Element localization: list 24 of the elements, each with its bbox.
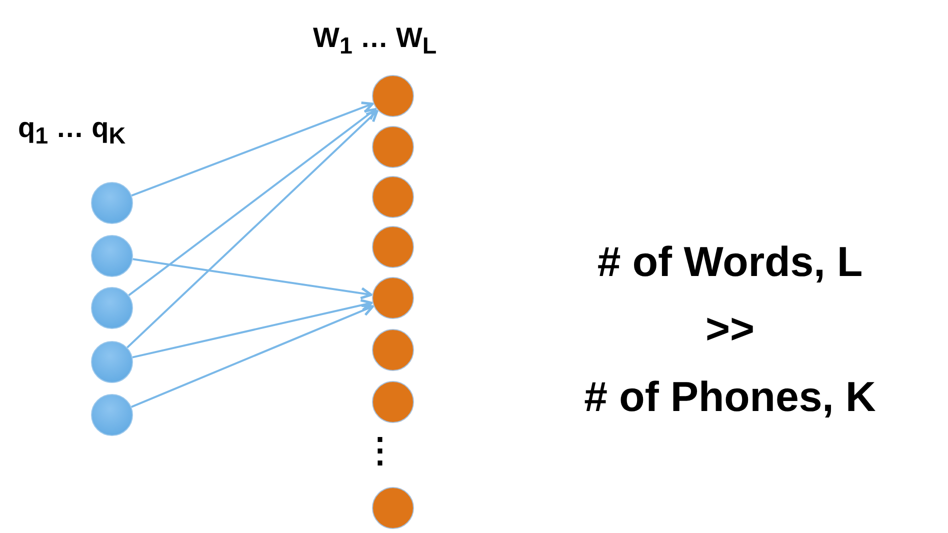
- arrow: [128, 108, 377, 296]
- column-label: q$_{1}$ … q$_{K}$: [18, 112, 127, 150]
- comparison-text: # of Phones, K: [583, 373, 877, 421]
- arrow: [126, 110, 378, 348]
- word-circle: [372, 126, 414, 168]
- phone-circle: [91, 287, 133, 329]
- phone-circle: [91, 182, 133, 224]
- arrow: [131, 304, 374, 408]
- word-circle: [372, 176, 414, 218]
- arrow: [131, 101, 374, 196]
- comparison-text: >>: [704, 305, 756, 353]
- phone-circle: [91, 394, 133, 436]
- word-circle: [372, 226, 414, 268]
- word-circle: [372, 487, 414, 529]
- word-circle: [372, 329, 414, 371]
- phone-circle: [91, 235, 133, 277]
- word-circle: [372, 381, 414, 423]
- phone-circle: [91, 341, 133, 383]
- arrow: [132, 258, 372, 300]
- column-label: W$_{1}$ … W$_{L}$: [313, 22, 438, 60]
- ellipsis-label: ⋮: [363, 431, 393, 471]
- word-circle: [372, 75, 414, 117]
- word-circle: [372, 277, 414, 319]
- comparison-text: # of Words, L: [596, 238, 864, 286]
